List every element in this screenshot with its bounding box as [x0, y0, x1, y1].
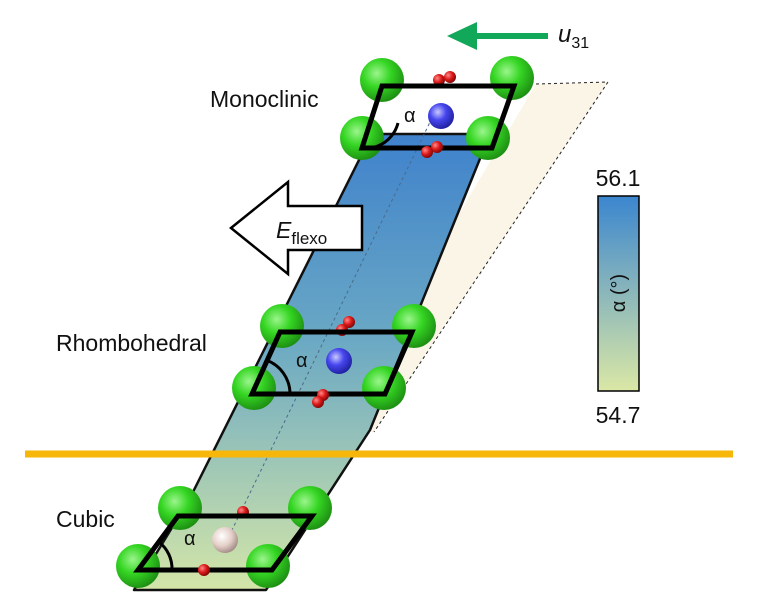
oxygen-atom: [343, 316, 355, 328]
monoclinic-label: Monoclinic: [210, 86, 319, 112]
colorbar-min: 54.7: [596, 402, 641, 428]
corner-atom: [392, 304, 436, 348]
oxygen-atom: [312, 396, 324, 408]
corner-atom: [260, 304, 304, 348]
displacement-subscript: 31: [571, 35, 589, 52]
colorbar-label: α (°): [608, 274, 630, 312]
flexo-field-arrow: [229, 179, 364, 277]
colorbar: 56.1 54.7 α (°): [596, 165, 641, 428]
angle-label: α: [184, 528, 196, 550]
rhombohedral-label: Rhombohedral: [56, 330, 207, 356]
corner-atom: [158, 486, 202, 530]
center-atom: [326, 348, 352, 374]
colorbar-gradient: [597, 195, 640, 392]
corner-atom: [362, 366, 406, 410]
oxygen-atom: [421, 146, 433, 158]
angle-label: α: [404, 105, 416, 127]
band-center-line: [231, 117, 433, 531]
angle-label: α: [296, 350, 308, 372]
displacement-arrow: [447, 22, 548, 50]
angle-arc: [158, 540, 174, 571]
cubic-label: Cubic: [56, 506, 115, 532]
corner-atom: [490, 56, 534, 100]
cell-outline: [358, 83, 518, 151]
flexo-field-subscript: flexo: [291, 229, 327, 248]
center-atom: [212, 527, 238, 553]
oxygen-atom: [444, 71, 456, 83]
center-atom: [428, 103, 454, 129]
cell-outline: [133, 513, 317, 573]
arrow-head: [447, 22, 477, 50]
oxygen-atom: [433, 74, 445, 86]
colorbar-max: 56.1: [596, 165, 641, 191]
flexo-field-label: Eflexo: [276, 217, 327, 248]
angle-arc: [265, 358, 292, 395]
corner-atom: [288, 486, 332, 530]
cubic-cell: α: [116, 486, 332, 588]
oxygen-atom: [431, 141, 443, 153]
rhombohedral-cell: α: [232, 304, 436, 410]
displacement-label: u31: [558, 21, 589, 52]
corner-atom: [246, 544, 290, 588]
oxygen-atom: [198, 564, 210, 576]
angle-arc: [370, 122, 400, 150]
reference-plane-top-edge: [535, 81, 609, 85]
monoclinic-cell: α: [340, 56, 534, 160]
corner-atom: [360, 58, 404, 102]
corner-atom: [340, 116, 384, 160]
cell-outline: [248, 329, 416, 397]
reference-plane-edge: [373, 81, 609, 433]
